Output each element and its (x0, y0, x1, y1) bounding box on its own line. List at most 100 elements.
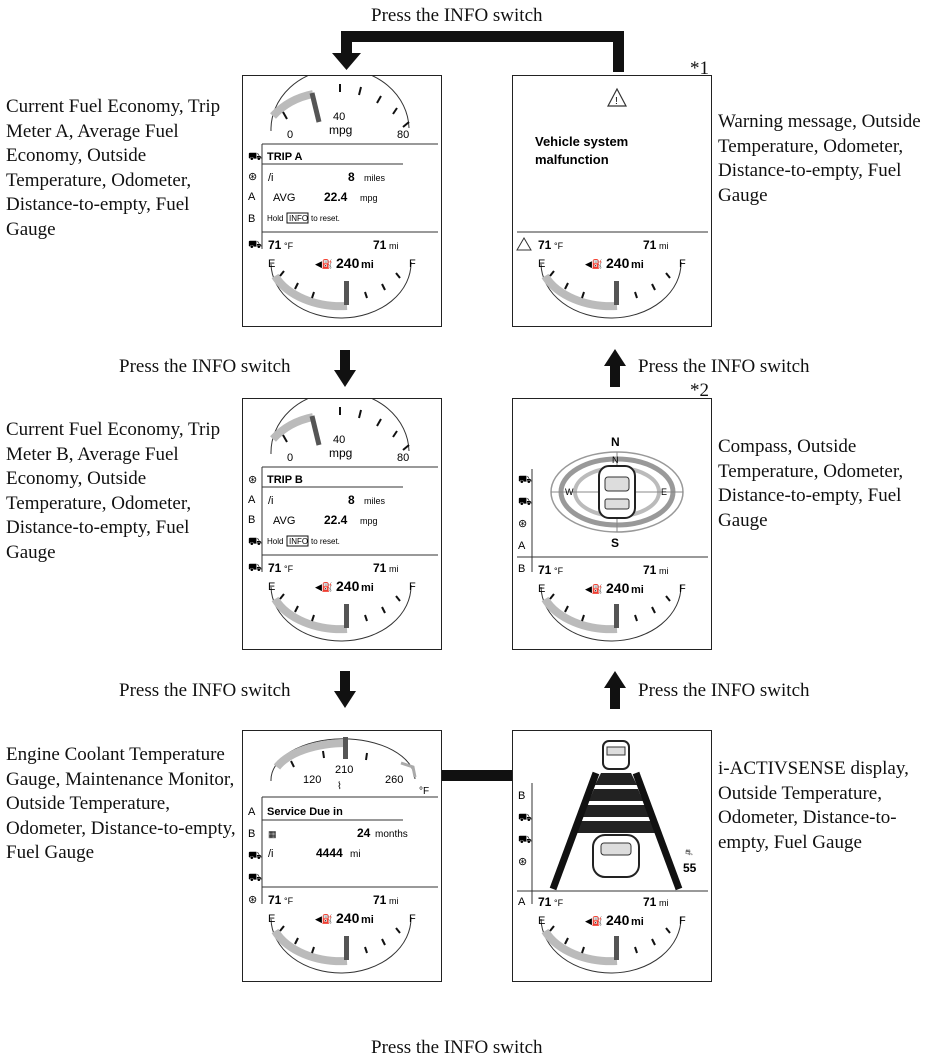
dte-unit: mi (631, 584, 644, 596)
trip-title: TRIP B (267, 474, 303, 486)
mpg-low: 0 (287, 452, 293, 464)
odo-value: 71 (643, 563, 657, 577)
car-icon: ⛟ (248, 536, 262, 548)
car-icon-2: ⛟ (248, 562, 262, 574)
footnote-2: *2 (690, 380, 709, 401)
svg-text:E: E (661, 487, 667, 497)
fuel-pump-icon: ◀⛽ (585, 915, 603, 926)
avg-label: AVG (273, 515, 295, 527)
avg-unit: mpg (360, 516, 378, 526)
menu-icon-a: A (518, 540, 526, 552)
press-label-left-2: Press the INFO switch (119, 680, 291, 701)
menu-icon-b: B (518, 790, 525, 802)
info-key: INFO (289, 537, 308, 546)
dte-unit: mi (361, 259, 374, 271)
arrow-loop-top (332, 31, 624, 72)
menu-icon-a: A (518, 896, 526, 908)
speed-limit-icon: ⛐ (685, 847, 693, 857)
fuel-full: F (409, 581, 416, 593)
temp-unit: °F (284, 896, 294, 906)
car-icon: ⛟ (248, 151, 262, 163)
service-miles-unit: mi (350, 849, 361, 860)
svg-text:/i: /i (268, 495, 274, 507)
trip-title: TRIP A (267, 151, 303, 163)
desc-trip-b: Current Fuel Economy, Trip Meter B, Aver… (6, 419, 221, 563)
mpg-low: 0 (287, 129, 293, 141)
dte-value: 240 (336, 255, 360, 271)
odo-unit: mi (389, 564, 399, 574)
compass-icon: ⊛ (248, 171, 257, 183)
reset-text: to reset. (311, 537, 340, 546)
odo-value: 71 (373, 238, 387, 252)
info-key: INFO (289, 214, 308, 223)
mpg-unit: mpg (329, 123, 352, 137)
press-label-left-1: Press the INFO switch (119, 356, 291, 377)
avg-value: 22.4 (324, 513, 348, 527)
coolant-high: 260 (385, 774, 403, 786)
dte-unit: mi (631, 259, 644, 271)
car-icon-2: ⛟ (518, 834, 532, 846)
hold-text: Hold (267, 214, 283, 223)
trip-distance: 8 (348, 493, 355, 507)
menu-icon-a: A (248, 191, 256, 203)
car-icon-2: ⛟ (248, 239, 262, 251)
odo-value: 71 (373, 561, 387, 575)
press-label-right-1: Press the INFO switch (638, 356, 810, 377)
own-car-icon (592, 834, 640, 878)
dte-unit: mi (631, 916, 644, 928)
svg-text:/i: /i (268, 172, 274, 184)
mpg-high: 80 (397, 129, 409, 141)
screen-trip-b: 0 40 80 mpg ⊛ A B ⛟ TRIP B /i 8 miles AV… (242, 391, 442, 650)
odo-value: 71 (643, 895, 657, 909)
menu-icon-a: A (248, 806, 256, 818)
car-icon: ⛟ (518, 474, 532, 486)
dte-value: 240 (606, 580, 630, 596)
footnote-1: *1 (690, 58, 709, 79)
compass-icon: ⊛ (248, 894, 257, 906)
avg-label: AVG (273, 192, 295, 204)
arrow-down-1 (334, 350, 356, 387)
screen-compass: N N W E S ⛟ ⛟ ⊛ A B 71 °F 71 mi (512, 398, 712, 650)
compass-north: N (611, 435, 620, 449)
fuel-empty: E (538, 583, 545, 595)
speed-limit: 55 (683, 861, 697, 875)
compass-icon: ⊛ (248, 474, 257, 486)
dte-value: 240 (336, 910, 360, 926)
arrow-down-2 (334, 671, 356, 708)
mpg-mid: 40 (333, 111, 345, 123)
temp-value: 71 (268, 561, 282, 575)
calendar-icon: ▦ (268, 829, 277, 839)
warning-line1: Vehicle system (535, 134, 628, 149)
fuel-pump-icon: ◀⛽ (315, 581, 333, 592)
car-icon: ⛟ (518, 812, 532, 824)
temp-value: 71 (538, 563, 552, 577)
svg-text:!: ! (615, 96, 618, 107)
arrow-up-1 (604, 349, 626, 387)
mpg-mid: 40 (333, 434, 345, 446)
fuel-pump-icon: ◀⛽ (315, 913, 333, 924)
service-months: 24 (357, 826, 371, 840)
temp-unit: °F (284, 564, 294, 574)
hold-text: Hold (267, 537, 283, 546)
coolant-unit: °F (419, 786, 429, 797)
dte-unit: mi (361, 582, 374, 594)
screen-warning: ! Vehicle system malfunction 71 °F 71 mi… (512, 75, 712, 327)
warning-icon-small (516, 237, 532, 251)
coolant-mid: 210 (335, 764, 353, 776)
fuel-empty: E (538, 915, 545, 927)
desc-trip-a: Current Fuel Economy, Trip Meter A, Aver… (6, 96, 221, 240)
temp-value: 71 (268, 893, 282, 907)
odo-unit: mi (389, 241, 399, 251)
desc-warning: Warning message, Outside Temperature, Od… (718, 111, 921, 206)
desc-compass: Compass, Outside Temperature, Odometer, … (718, 436, 904, 531)
fuel-pump-icon: ◀⛽ (585, 258, 603, 269)
screen-trip-a: 0 40 80 mpg ⛟ ⊛ A B ● TRIP A /i 8 miles … (237, 68, 442, 327)
odo-unit: mi (659, 241, 669, 251)
temp-unit: °F (554, 566, 564, 576)
coolant-icon: ⌇ (337, 781, 342, 792)
dte-unit: mi (361, 914, 374, 926)
menu-icon-a: A (248, 494, 256, 506)
svg-text:N: N (612, 455, 619, 465)
odo-value: 71 (643, 238, 657, 252)
menu-icon-b: B (518, 563, 525, 575)
